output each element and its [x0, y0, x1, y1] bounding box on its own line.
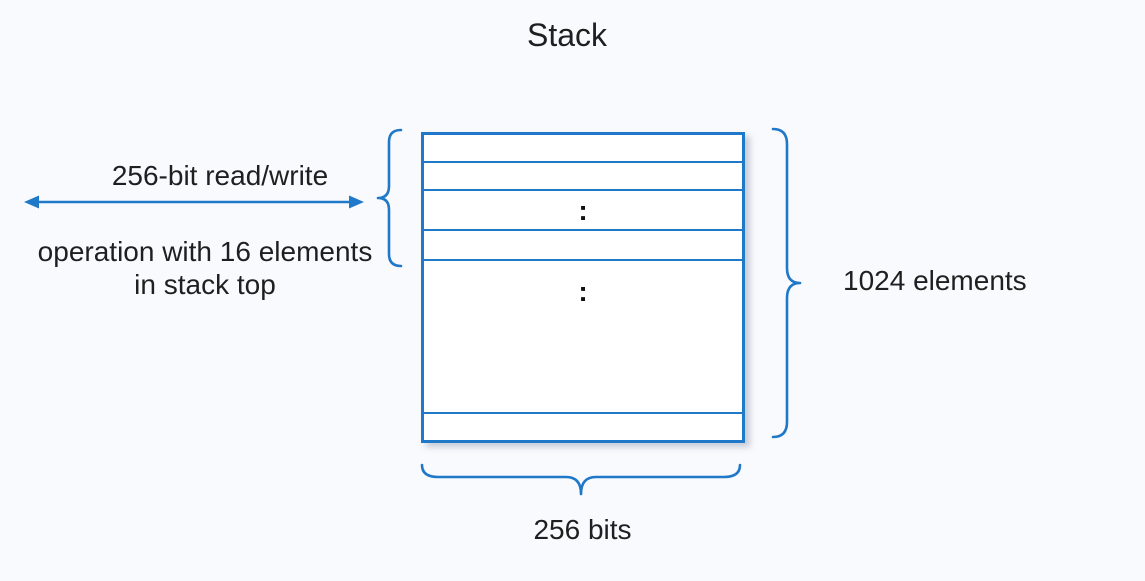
row-divider — [424, 229, 742, 231]
read-write-label: 256-bit read/write — [111, 160, 329, 191]
double-arrow-icon — [24, 195, 364, 209]
row-divider — [424, 189, 742, 191]
elements-count-label: 1024 elements — [843, 265, 1027, 296]
ellipsis-dots-lower: : — [578, 276, 588, 307]
diagram-title: Stack — [526, 17, 608, 53]
operation-label-line1: operation with 16 elements — [37, 236, 373, 267]
operation-label: operation with 16 elements in stack top — [20, 235, 390, 301]
ellipsis-dots-upper: : — [578, 195, 588, 226]
right-brace-icon — [771, 127, 802, 439]
stack-memory-box: : : — [421, 132, 745, 443]
row-divider — [424, 259, 742, 261]
bits-width-label: 256 bits — [533, 514, 632, 545]
row-divider — [424, 161, 742, 163]
row-divider — [424, 412, 742, 414]
left-brace-icon — [376, 128, 403, 268]
operation-label-line2: in stack top — [134, 269, 276, 300]
bottom-brace-icon — [420, 463, 742, 496]
